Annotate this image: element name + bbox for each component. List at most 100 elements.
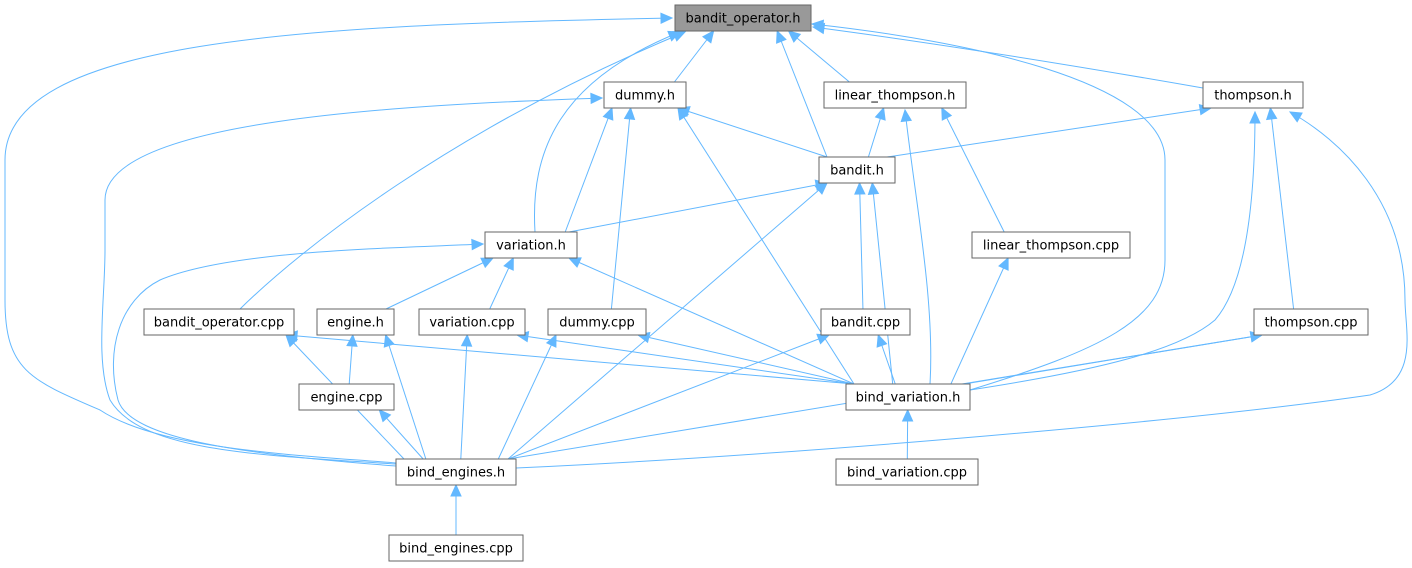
edge-bind_engines_h-to-bandit_cpp xyxy=(507,334,830,460)
node-variation_cpp[interactable]: variation.cpp xyxy=(418,308,526,336)
arrowhead-linear_thompson_cpp-to-linear_thompson_h xyxy=(941,106,953,121)
arrowhead-bind_variation_h-to-linear_thompson_h xyxy=(900,108,913,123)
arrowhead-bind_engines_cpp-to-bind_engines_h xyxy=(450,483,462,497)
arrowhead-linear_thompson_h-to-bandit_operator_h xyxy=(787,30,802,43)
node-box-variation_h[interactable] xyxy=(484,231,578,259)
edge-bind_engines_h-to-dummy_cpp xyxy=(497,334,557,460)
node-label-engine_cpp: engine.cpp xyxy=(310,391,382,406)
node-box-bandit_operator_h[interactable] xyxy=(674,4,812,32)
arrowhead-variation_h-to-dummy_h xyxy=(602,106,614,121)
edge-bind_engines_h-to-engine_h xyxy=(385,334,427,460)
node-label-dummy_h: dummy.h xyxy=(615,89,675,104)
edge-bind_engines_h-to-variation_h xyxy=(112,243,484,467)
node-label-thompson_cpp: thompson.cpp xyxy=(1265,316,1358,331)
arrowhead-bind_variation_h-to-bandit_operator_h xyxy=(810,19,825,31)
node-bandit_operator_h[interactable]: bandit_operator.h xyxy=(674,4,812,32)
node-label-bind_engines_h: bind_engines.h xyxy=(407,466,505,481)
arrowhead-bandit_h-to-bandit_operator_h xyxy=(776,29,787,44)
edge-bind_engines_h-to-dummy_h xyxy=(101,97,603,465)
arrowhead-bind_engines_h-to-engine_h xyxy=(383,333,395,348)
arrowhead-bind_variation_h-to-thompson_h xyxy=(1249,110,1261,124)
node-engine_cpp[interactable]: engine.cpp xyxy=(298,383,395,411)
node-label-engine_h: engine.h xyxy=(327,316,384,331)
arrowhead-bind_engines_h-to-bandit_operator_cpp xyxy=(285,334,299,348)
arrowhead-engine_cpp-to-engine_h xyxy=(346,333,358,347)
node-box-bandit_operator_cpp[interactable] xyxy=(143,308,295,336)
node-label-variation_cpp: variation.cpp xyxy=(429,316,514,331)
arrowhead-bandit_h-to-linear_thompson_h xyxy=(874,106,886,121)
node-bind_engines_h[interactable]: bind_engines.h xyxy=(395,458,517,486)
node-box-bind_variation_h[interactable] xyxy=(845,383,971,411)
edge-linear_thompson_cpp-to-linear_thompson_h xyxy=(941,107,1005,233)
edge-bind_variation_h-to-linear_thompson_cpp xyxy=(950,257,1009,385)
node-box-thompson_h[interactable] xyxy=(1202,81,1304,109)
node-box-linear_thompson_h[interactable] xyxy=(823,81,967,109)
node-box-linear_thompson_cpp[interactable] xyxy=(971,231,1131,259)
node-box-dummy_h[interactable] xyxy=(603,81,687,109)
node-bandit_h[interactable]: bandit.h xyxy=(818,156,896,184)
arrowhead-thompson_cpp-to-thompson_h xyxy=(1265,106,1278,121)
arrowhead-bind_engines_h-to-bandit_h xyxy=(814,182,828,195)
node-dummy_cpp[interactable]: dummy.cpp xyxy=(547,308,647,336)
arrowhead-bind_engines_h-to-thompson_h xyxy=(1288,111,1303,123)
node-label-bandit_h: bandit.h xyxy=(830,164,884,179)
node-variation_h[interactable]: variation.h xyxy=(484,231,578,259)
node-linear_thompson_cpp[interactable]: linear_thompson.cpp xyxy=(971,231,1131,259)
node-dummy_h[interactable]: dummy.h xyxy=(603,81,687,109)
edge-bind_variation_h-to-thompson_h xyxy=(969,111,1256,391)
arrowhead-dummy_h-to-bandit_operator_h xyxy=(702,30,715,44)
node-box-bandit_cpp[interactable] xyxy=(820,308,911,336)
node-box-dummy_cpp[interactable] xyxy=(547,308,647,336)
node-thompson_h[interactable]: thompson.h xyxy=(1202,81,1304,109)
node-box-thompson_cpp[interactable] xyxy=(1253,308,1369,336)
arrowhead-bind_variation_h-to-linear_thompson_cpp xyxy=(998,256,1009,271)
edge-engine_h-to-variation_h xyxy=(385,257,494,310)
edge-variation_h-to-dummy_h xyxy=(564,107,613,233)
edge-bind_variation_h-to-variation_h xyxy=(568,257,855,385)
node-box-bind_variation_cpp[interactable] xyxy=(835,458,979,486)
node-label-variation_h: variation.h xyxy=(496,239,566,254)
node-box-engine_h[interactable] xyxy=(316,308,395,336)
arrowhead-bind_engines_h-to-engine_cpp xyxy=(378,409,392,423)
node-engine_h[interactable]: engine.h xyxy=(316,308,395,336)
edge-bind_engines_h-to-thompson_h xyxy=(515,111,1408,469)
node-linear_thompson_h[interactable]: linear_thompson.h xyxy=(823,81,967,109)
arrowhead-bind_variation_h-to-bandit_h xyxy=(867,181,880,196)
node-box-variation_cpp[interactable] xyxy=(418,308,526,336)
arrowhead-variation_cpp-to-variation_h xyxy=(503,256,514,271)
edge-variation_h-to-bandit_operator_h xyxy=(533,31,681,233)
node-label-linear_thompson_cpp: linear_thompson.cpp xyxy=(983,239,1119,254)
edge-dummy_cpp-to-dummy_h xyxy=(610,107,632,310)
arrowhead-dummy_cpp-to-dummy_h xyxy=(623,106,636,120)
arrowhead-bind_engines_h-to-dummy_cpp xyxy=(545,333,557,348)
node-box-bind_engines_h[interactable] xyxy=(395,458,517,486)
node-bind_variation_h[interactable]: bind_variation.h xyxy=(845,383,971,411)
arrowhead-engine_h-to-variation_h xyxy=(480,257,495,269)
edge-bandit_h-to-dummy_h xyxy=(677,107,828,158)
node-bind_engines_cpp[interactable]: bind_engines.cpp xyxy=(388,534,524,562)
edge-bind_variation_h-to-bandit_operator_h xyxy=(811,23,1166,391)
arrowhead-bind_variation_cpp-to-bind_variation_h xyxy=(901,408,914,422)
node-box-engine_cpp[interactable] xyxy=(298,383,395,411)
node-bandit_operator_cpp[interactable]: bandit_operator.cpp xyxy=(143,308,295,336)
node-box-bandit_h[interactable] xyxy=(818,156,896,184)
edge-bind_variation_h-to-dummy_cpp xyxy=(637,334,855,385)
arrowhead-bandit_operator_cpp-to-bandit_operator_h xyxy=(672,31,687,42)
nodes-layer: bandit_operator.h dummy.h linear_thompson.… xyxy=(143,4,1369,562)
edge-bind_variation_h-to-bandit_h xyxy=(871,182,894,385)
edge-bandit_h-to-thompson_h xyxy=(886,107,1212,158)
arrowhead-bind_variation_h-to-bandit_cpp xyxy=(876,333,888,348)
node-box-bind_engines_cpp[interactable] xyxy=(388,534,524,562)
node-bind_variation_cpp[interactable]: bind_variation.cpp xyxy=(835,458,979,486)
edge-variation_h-to-bandit_h xyxy=(568,182,828,233)
edge-bandit_h-to-bandit_operator_h xyxy=(776,30,828,158)
node-bandit_cpp[interactable]: bandit.cpp xyxy=(820,308,911,336)
edge-thompson_h-to-bandit_operator_h xyxy=(812,26,1204,89)
edge-bandit_operator_cpp-to-bandit_operator_h xyxy=(239,31,686,310)
arrowhead-bind_variation_h-to-variation_h xyxy=(567,257,582,268)
node-label-thompson_h: thompson.h xyxy=(1214,89,1292,104)
node-label-bandit_cpp: bandit.cpp xyxy=(831,316,900,331)
edge-bind_engines_h-to-variation_cpp xyxy=(460,334,468,460)
node-thompson_cpp[interactable]: thompson.cpp xyxy=(1253,308,1369,336)
